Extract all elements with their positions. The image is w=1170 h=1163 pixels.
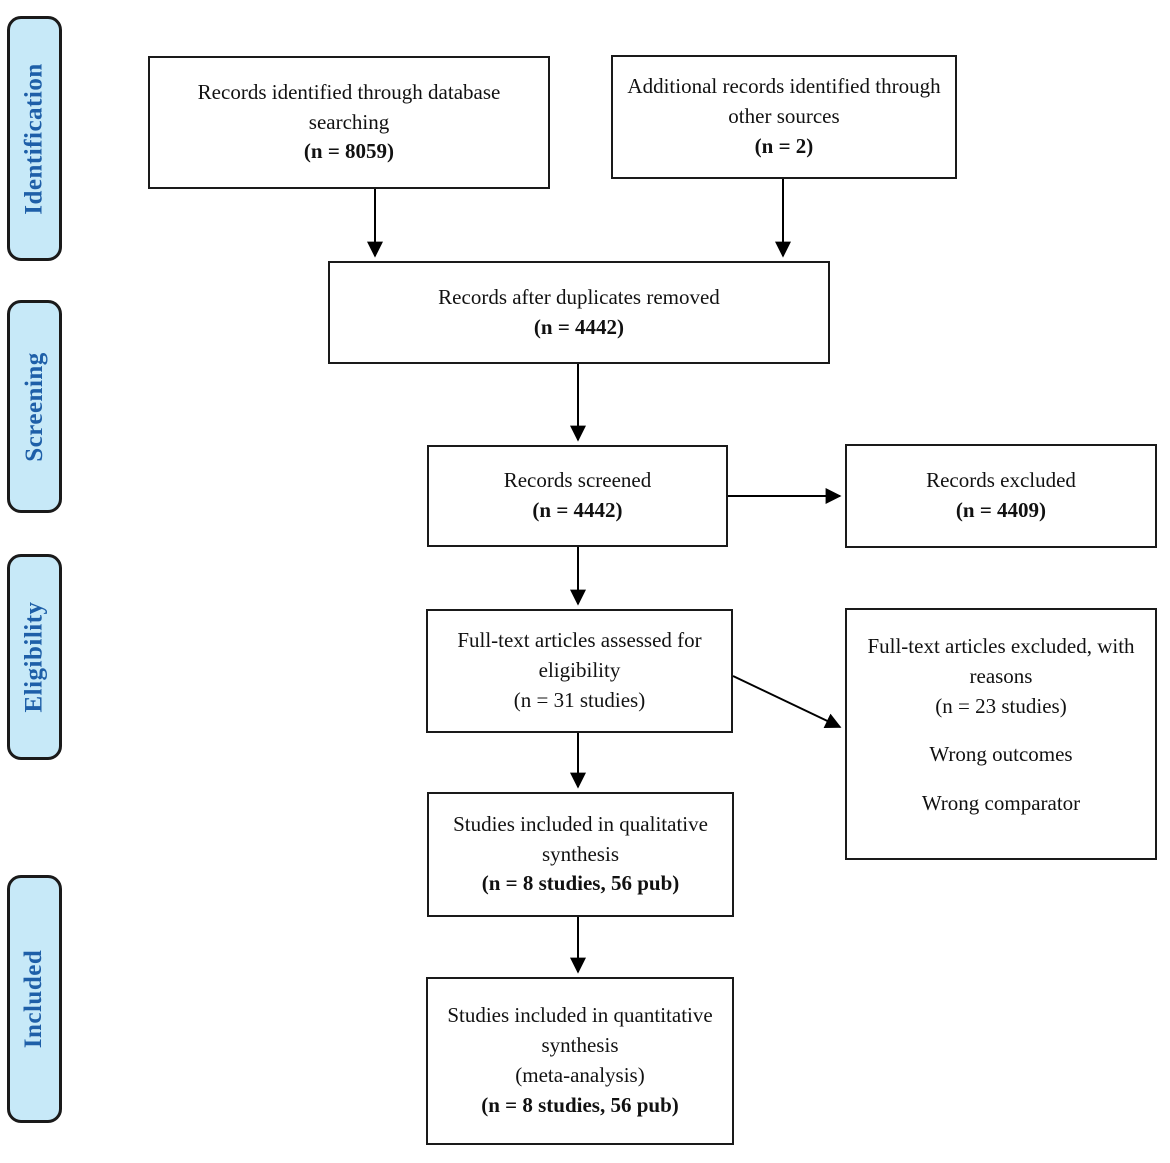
box-count: (n = 31 studies)	[513, 687, 646, 712]
stage-label-included: Included	[7, 875, 62, 1123]
exclusion-reason: Wrong outcomes	[929, 742, 1073, 767]
flow-box-additional-records: Additional records identified through ot…	[611, 55, 957, 179]
flow-box-duplicates-removed: Records after duplicates removed (n = 44…	[328, 261, 830, 364]
box-text: Records identified through database sear…	[197, 79, 501, 134]
flow-box-fulltext-assessed: Full-text articles assessed for eligibil…	[426, 609, 733, 733]
exclusion-reason: Wrong comparator	[921, 791, 1081, 816]
box-count: (n = 4409)	[955, 498, 1047, 522]
box-subtext: (meta-analysis)	[515, 1063, 645, 1087]
stage-label-screening: Screening	[7, 300, 62, 513]
stage-label-text: Identification	[20, 62, 48, 215]
stage-label-identification: Identification	[7, 16, 62, 261]
box-text: Studies included in quantitative synthes…	[447, 1003, 713, 1058]
box-text: Studies included in qualitative synthesi…	[453, 811, 708, 866]
flow-box-qualitative-synthesis: Studies included in qualitative synthesi…	[427, 792, 734, 917]
box-count: (n = 2)	[754, 133, 814, 158]
box-text: Records screened	[503, 468, 652, 493]
box-text: Full-text articles assessed for eligibil…	[457, 628, 702, 683]
stage-label-text: Included	[20, 949, 48, 1049]
stage-label-text: Eligibility	[20, 601, 48, 713]
box-count: (n = 8 studies, 56 pub)	[481, 871, 680, 896]
flow-box-records-screened: Records screened (n = 4442)	[427, 445, 728, 547]
box-text: Records excluded	[926, 468, 1076, 493]
box-count: (n = 4442)	[532, 498, 623, 522]
stage-label-text: Screening	[20, 351, 48, 462]
box-text: Records after duplicates removed	[438, 284, 720, 309]
box-text: Additional records identified through ot…	[627, 74, 941, 129]
box-count: (n = 8 studies, 56 pub)	[481, 1092, 679, 1117]
arrow-fulltext-to-fulltext-excluded	[732, 675, 842, 729]
box-count: (n = 8059)	[303, 139, 395, 164]
box-text: Full-text articles excluded, with reason…	[867, 634, 1135, 688]
stage-label-eligibility: Eligibility	[7, 554, 62, 760]
flow-box-quantitative-synthesis: Studies included in quantitative synthes…	[426, 977, 734, 1145]
box-count: (n = 23 studies)	[935, 693, 1067, 718]
flow-box-fulltext-excluded: Full-text articles excluded, with reason…	[845, 608, 1157, 860]
flow-box-records-excluded: Records excluded (n = 4409)	[845, 444, 1157, 548]
flow-box-records-identified: Records identified through database sear…	[148, 56, 550, 189]
box-count: (n = 4442)	[533, 314, 625, 339]
